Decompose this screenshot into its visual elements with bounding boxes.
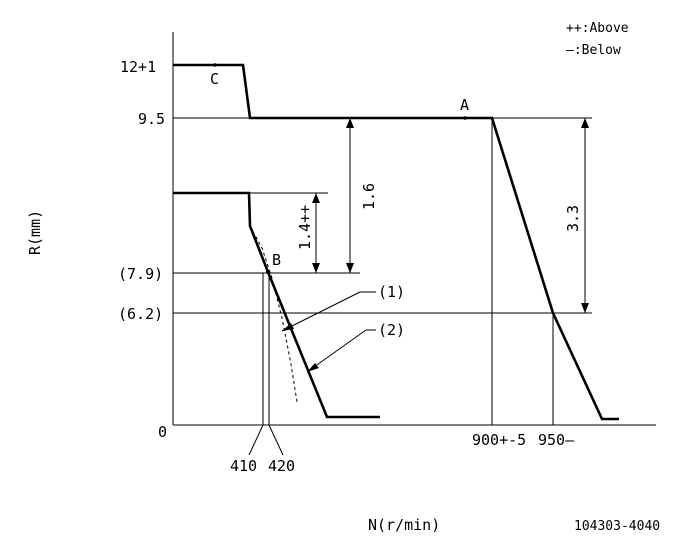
dim-arrow-1-4-bottom <box>312 263 320 273</box>
dim-arrow-3-3-top <box>581 118 589 128</box>
callout-2-label: (2) <box>378 321 405 339</box>
callout-1-arrow <box>282 323 294 331</box>
legend-above: ++:Above <box>566 21 629 36</box>
dim-label-1-4: 1.4++ <box>296 205 314 250</box>
point-a-label: A <box>460 96 469 114</box>
y-tick-12: 12+1 <box>120 58 156 76</box>
point-b-label: B <box>272 251 281 269</box>
y-tick-7-9: (7.9) <box>118 265 163 283</box>
dashed-curve-1 <box>249 225 298 403</box>
callout-1-leader <box>281 291 361 332</box>
y-tick-9-5: 9.5 <box>138 110 165 128</box>
x-tick-420: 420 <box>268 457 295 475</box>
point-b-marker <box>266 270 270 274</box>
x-axis-label: N(r/min) <box>368 516 440 534</box>
leader-410 <box>248 424 264 456</box>
dim-arrow-1-6-bottom <box>346 263 354 273</box>
point-c-marker <box>213 63 217 67</box>
x-tick-900: 900+-5 <box>472 431 526 449</box>
point-a-marker <box>463 116 467 120</box>
x-tick-410: 410 <box>230 457 257 475</box>
part-number: 104303-4040 <box>574 519 660 534</box>
y-axis-label: R(mm) <box>26 210 44 255</box>
lower-governor-curve <box>173 191 380 419</box>
callout-2-arrow <box>307 363 319 372</box>
y-tick-6-2: (6.2) <box>118 305 163 323</box>
x-tick-950: 950— <box>538 431 575 449</box>
dim-label-3-3: 3.3 <box>564 205 582 232</box>
callout-2-leader <box>306 329 367 373</box>
dim-arrow-1-6-top <box>346 118 354 128</box>
leader-420 <box>268 424 284 456</box>
dim-arrow-1-4-top <box>312 193 320 203</box>
legend-below: —:Below <box>566 43 621 58</box>
y-tick-0: 0 <box>158 423 167 441</box>
point-c-label: C <box>210 70 219 88</box>
dim-label-1-6: 1.6 <box>360 183 378 210</box>
dim-arrow-3-3-bottom <box>581 303 589 313</box>
callout-1-label: (1) <box>378 283 405 301</box>
